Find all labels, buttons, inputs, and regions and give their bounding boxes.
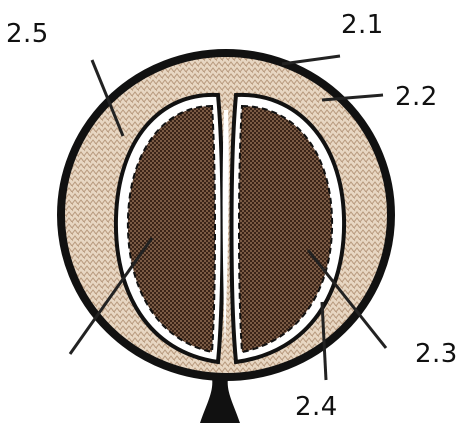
label-2-3: 2.3 <box>415 341 458 367</box>
stem <box>200 378 240 423</box>
leader-line-2-1 <box>282 56 340 64</box>
label-2-5: 2.5 <box>6 21 49 47</box>
label-2-4: 2.4 <box>295 394 338 420</box>
label-2-2: 2.2 <box>395 84 438 110</box>
label-2-1: 2.1 <box>341 12 384 38</box>
